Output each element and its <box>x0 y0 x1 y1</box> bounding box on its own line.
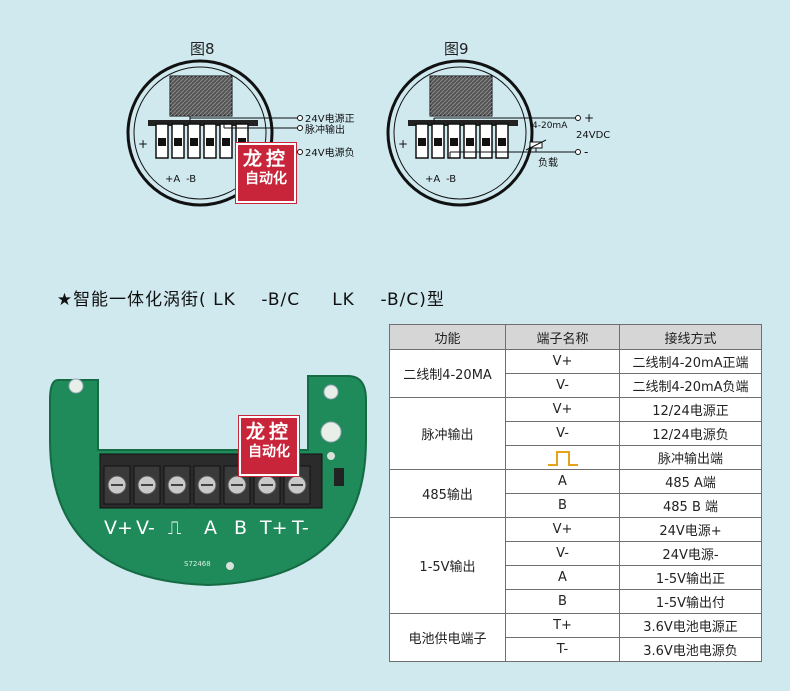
wiring-cell: 24V电源- <box>619 541 762 566</box>
headline-suffix-1: -B/C <box>261 290 301 310</box>
table-row: 脉冲输出端 <box>390 445 762 470</box>
table-row: V- 12/24电源负 <box>390 421 762 446</box>
wiring-cell: 3.6V电池电源正 <box>619 613 762 638</box>
wiring-cell: 485 A端 <box>619 469 762 494</box>
table-row: T- 3.6V电池电源负 <box>390 637 762 662</box>
terminal-cell: T- <box>505 637 620 662</box>
terminal-cell: V+ <box>505 517 620 542</box>
table-row: 脉冲输出 V+ 12/24电源正 <box>389 397 762 470</box>
fig9-sign-plus: + <box>584 111 594 125</box>
brand-stamp: 龙控 自动化 <box>236 143 296 203</box>
fig8-label-a: +A <box>165 174 180 185</box>
fig8-diagram: + 24V电源正 脉冲输出 24V电源负 +A -B <box>126 59 355 207</box>
fig9-label-load: 负载 <box>538 156 558 169</box>
pulse-wave-icon <box>547 450 578 466</box>
star-icon: ★ <box>56 290 74 310</box>
table-header-row: 功能 端子名称 接线方式 <box>389 324 762 350</box>
table-row: 485输出 A 485 A端 <box>389 469 762 518</box>
board-label-b: B <box>234 517 247 539</box>
header-wiring: 接线方式 <box>619 324 762 350</box>
terminal-cell: T+ <box>505 613 620 638</box>
svg-text:+: + <box>138 137 148 151</box>
wiring-cell: 1-5V输出付 <box>619 589 762 614</box>
table-row: V- 24V电源- <box>390 541 762 566</box>
table-row: 电池供电端子 T+ 3.6V电池电源正 <box>389 613 762 662</box>
table-row: A 1-5V输出正 <box>390 565 762 590</box>
board-label-vplus: V+ <box>104 517 133 539</box>
terminal-cell: A <box>505 565 620 590</box>
wiring-cell: 二线制4-20mA正端 <box>619 349 762 374</box>
wiring-cell: 二线制4-20mA负端 <box>619 373 762 398</box>
function-cell: 脉冲输出 <box>389 397 506 470</box>
headline-text: 智能一体化涡街( <box>73 290 207 310</box>
fig8-label-b: -B <box>186 174 196 185</box>
header-function: 功能 <box>389 324 506 350</box>
table-row: B 485 B 端 <box>390 493 762 518</box>
table-row: 二线制4-20MA V+ 二线制4-20mA正端 <box>389 349 762 398</box>
wiring-cell: 1-5V输出正 <box>619 565 762 590</box>
table-row: 1-5V输出 V+ 24V电源+ <box>389 517 762 614</box>
board-label-a: A <box>204 517 217 539</box>
function-cell: 二线制4-20MA <box>389 349 506 398</box>
headline-model-1: LK <box>213 290 236 310</box>
wiring-cell: 485 B 端 <box>619 493 762 518</box>
headline-suffix-2: -B/C)型 <box>380 290 445 310</box>
pulse-symbol-cell <box>505 445 620 470</box>
terminal-cell: V+ <box>505 397 620 422</box>
fig8-title: 图8 <box>190 40 215 58</box>
function-cell: 1-5V输出 <box>389 517 506 614</box>
function-cell: 电池供电端子 <box>389 613 506 662</box>
product-headline: ★智能一体化涡街( LK -B/C LK -B/C)型 <box>44 265 445 310</box>
board-label-tplus: T+ <box>259 517 288 539</box>
function-cell: 485输出 <box>389 469 506 518</box>
wiring-cell: 12/24电源负 <box>619 421 762 446</box>
fig9-label-b: -B <box>446 174 456 185</box>
terminal-cell: V- <box>505 373 620 398</box>
board-label-tminus: T- <box>291 517 309 539</box>
fig9-label-a: +A <box>425 174 440 185</box>
fig9-label-voltage: 24VDC <box>576 130 610 141</box>
terminal-cell: A <box>505 469 620 494</box>
board-label-pulse: ⎍ <box>168 517 181 539</box>
svg-text:+: + <box>398 137 408 151</box>
table-row: B 1-5V输出付 <box>390 589 762 614</box>
wiring-table: 功能 端子名称 接线方式 二线制4-20MA V+ 二线制4-20mA正端 V-… <box>389 324 762 662</box>
fig9-diagram: + 4-20mA 24VDC 负载 + - +A -B <box>386 59 610 207</box>
fig8-label-power-neg: 24V电源负 <box>305 146 355 159</box>
brand-stamp-board: 龙控 自动化 <box>239 416 299 476</box>
board-label-vminus: V- <box>136 517 155 539</box>
wiring-cell: 12/24电源正 <box>619 397 762 422</box>
board-code: S72468 <box>184 560 211 568</box>
fig8-label-pulse: 脉冲输出 <box>305 123 345 136</box>
wiring-cell: 脉冲输出端 <box>619 445 762 470</box>
terminal-cell: V- <box>505 541 620 566</box>
terminal-cell: V- <box>505 421 620 446</box>
terminal-cell: V+ <box>505 349 620 374</box>
fig9-sign-minus: - <box>584 145 588 159</box>
circuit-board-image: V+ V- ⎍ A B T+ T- S72468 <box>49 375 367 587</box>
header-terminal: 端子名称 <box>505 324 620 350</box>
terminal-cell: B <box>505 493 620 518</box>
headline-model-2: LK <box>332 290 355 310</box>
wiring-cell: 3.6V电池电源负 <box>619 637 762 662</box>
wiring-cell: 24V电源+ <box>619 517 762 542</box>
fig8-label-power-pos: 24V电源正 <box>305 112 355 125</box>
fig9-label-current: 4-20mA <box>532 121 568 131</box>
terminal-cell: B <box>505 589 620 614</box>
fig9-title: 图9 <box>444 40 469 58</box>
